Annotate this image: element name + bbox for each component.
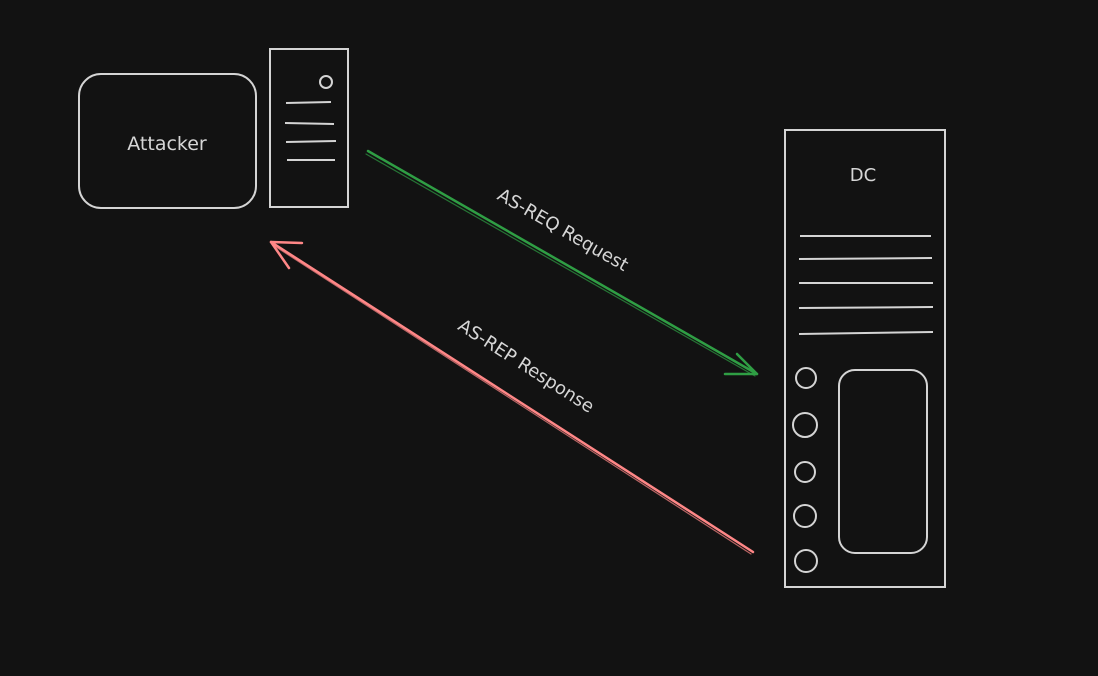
attacker-tower-slot: [285, 140, 337, 143]
dc-indicator-light: [795, 367, 817, 389]
as-rep-arrow-shaft-sketch: [272, 244, 752, 555]
dc-indicator-light: [794, 461, 816, 483]
as-req-arrowhead-icon: [723, 352, 759, 376]
as-req-arrow-shaft-sketch: [365, 153, 756, 377]
dc-indicator-light: [793, 504, 817, 528]
attacker-label: Attacker: [127, 133, 207, 155]
as-rep-arrow-shaft: [269, 240, 755, 554]
attacker-server-icon: [269, 48, 349, 208]
dc-indicator-light: [794, 549, 818, 573]
as-rep-label: AS-REP Response: [454, 315, 598, 417]
as-req-arrow-shaft: [366, 149, 759, 376]
attacker-tower-slot: [285, 101, 332, 104]
dc-node[interactable]: DC: [784, 129, 946, 588]
attacker-tower-slot: [284, 122, 335, 125]
attacker-tower-light: [319, 75, 333, 89]
dc-slot: [798, 331, 934, 335]
dc-slot: [798, 306, 934, 309]
attacker-node[interactable]: Attacker: [78, 73, 257, 209]
dc-indicator-light: [792, 412, 818, 438]
dc-tower: [784, 129, 946, 588]
dc-label: DC: [850, 165, 876, 186]
as-rep-arrow[interactable]: AS-REP Response: [269, 240, 755, 555]
dc-drive-bay: [838, 369, 928, 554]
dc-slot: [798, 257, 933, 260]
as-rep-arrowhead-icon: [269, 240, 304, 270]
attacker-box: [78, 73, 257, 209]
attacker-tower: [269, 48, 349, 208]
